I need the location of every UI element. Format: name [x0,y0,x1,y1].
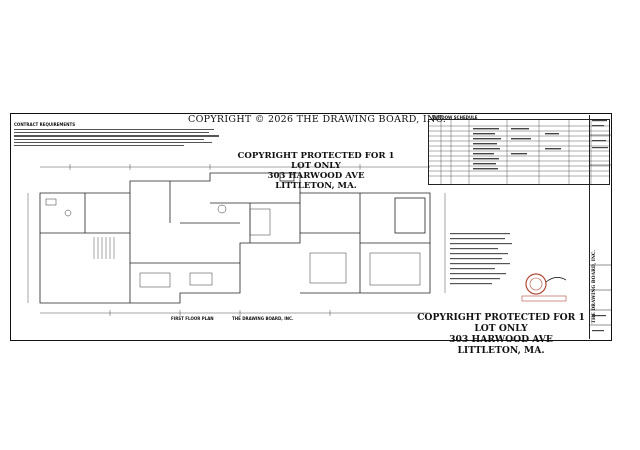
copyright-stamp-upper: COPYRIGHT PROTECTED FOR 1 LOT ONLY 303 H… [232,151,400,191]
copyright-header: COPYRIGHT © 2026 THE DRAWING BOARD, INC. [188,114,447,125]
stamp-upper-line1: COPYRIGHT PROTECTED FOR 1 LOT ONLY [237,151,395,171]
stamp-upper-line3: LITTLETON, MA. [275,181,357,191]
window-schedule-grid [429,120,609,184]
stamp-lower-line2: 303 HARWOOD AVE [449,334,553,345]
title-block [589,115,611,339]
stamp-lower-line3: LITTLETON, MA. [457,345,545,356]
general-notes-block: CONTRACT REQUIREMENTS [14,122,224,148]
copyright-stamp-lower: COPYRIGHT PROTECTED FOR 1 LOT ONLY 303 H… [412,312,590,356]
architect-seal-icon [521,273,567,302]
stamp-upper-line2: 303 HARWOOD AVE [267,171,365,181]
title-block-grid [590,120,611,332]
stamp-lower-line1: COPYRIGHT PROTECTED FOR 1 LOT ONLY [417,312,585,334]
title-block-firm: THE DRAWING BOARD, INC. [592,250,597,324]
firm-name-label: THE DRAWING BOARD, INC. [232,316,294,321]
general-notes-title: CONTRACT REQUIREMENTS [14,122,76,127]
window-schedule: WINDOW SCHEDULE [428,115,610,185]
plan-title: FIRST FLOOR PLAN [171,316,214,321]
floor-plan-drawing [27,164,512,316]
window-schedule-title: WINDOW SCHEDULE [432,115,478,120]
